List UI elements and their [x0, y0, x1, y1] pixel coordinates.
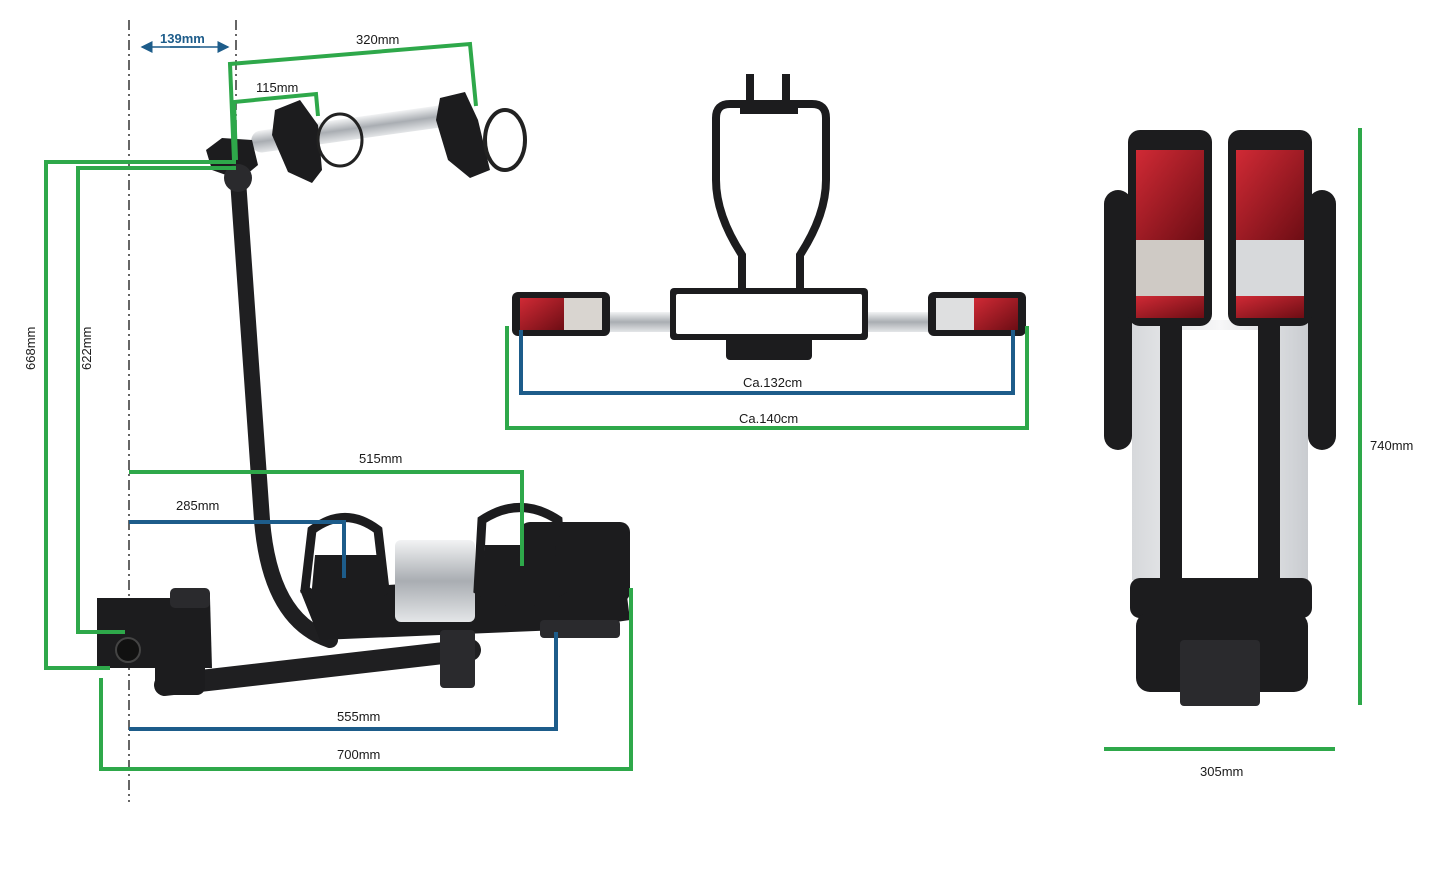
label-inner: Ca.132cm: [743, 375, 802, 390]
label-515: 515mm: [359, 451, 402, 466]
dim-line-285: [129, 520, 346, 578]
dim-line-555: [129, 632, 558, 731]
rear-view: Ca.132cm Ca.140cm: [505, 74, 1029, 430]
dim-line-622: [76, 166, 236, 634]
dim-line-inner: [519, 330, 1015, 395]
dim-line-700: [99, 588, 633, 771]
top-view: 740mm 305mm: [1104, 128, 1413, 779]
dim-line-115: [231, 91, 320, 161]
label-700: 700mm: [337, 747, 380, 762]
label-622: 622mm: [79, 327, 94, 370]
dim-line-668: [44, 160, 236, 670]
label-668: 668mm: [23, 327, 38, 370]
rear-carrier-body: [512, 74, 1026, 360]
dim-line-320: [227, 41, 478, 161]
dim-line-outer: [505, 326, 1029, 430]
label-305: 305mm: [1200, 764, 1243, 779]
label-740: 740mm: [1370, 438, 1413, 453]
top-carrier-body: [1104, 130, 1336, 706]
label-139: 139mm: [160, 31, 205, 46]
side-carrier-body: [97, 92, 630, 696]
dim-line-515: [129, 470, 524, 566]
label-outer: Ca.140cm: [739, 411, 798, 426]
label-320: 320mm: [356, 32, 399, 47]
label-555: 555mm: [337, 709, 380, 724]
label-115: 115mm: [256, 80, 298, 95]
label-285: 285mm: [176, 498, 219, 513]
side-view: 139mm: [23, 20, 633, 802]
